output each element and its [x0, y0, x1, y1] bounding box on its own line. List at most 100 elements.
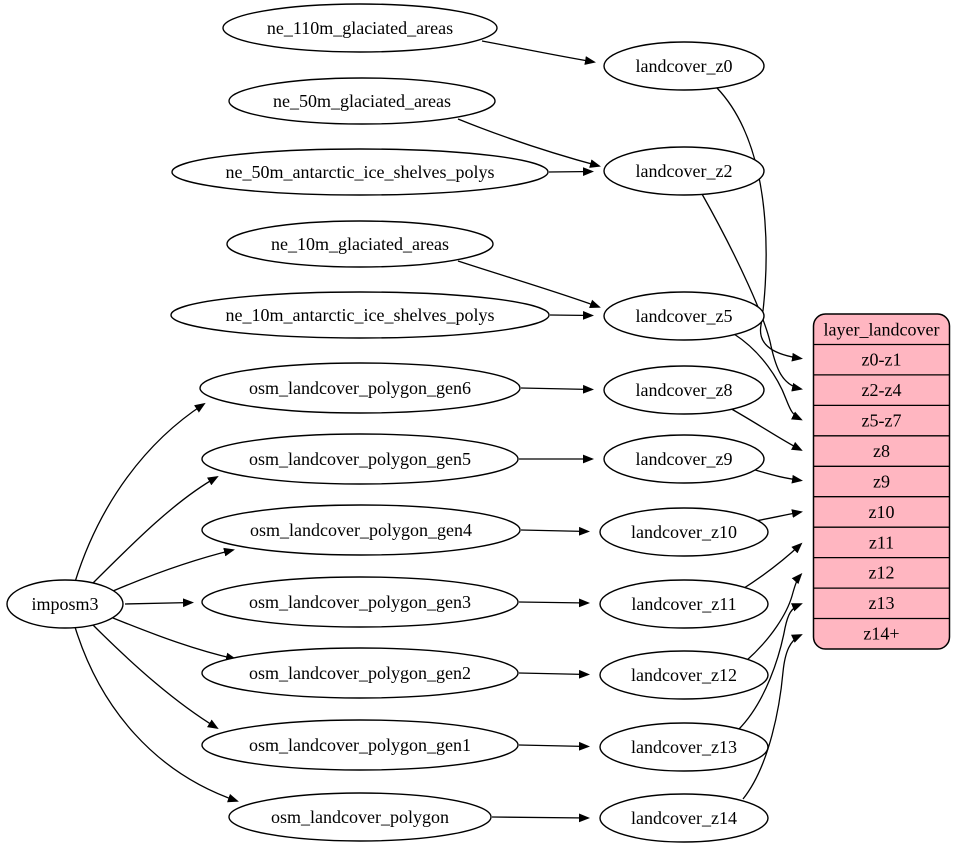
source-ellipse	[228, 792, 492, 842]
source-ellipse	[201, 647, 519, 699]
layer-row-z12: z12	[869, 563, 895, 583]
layer-row-z0-z1: z0-z1	[862, 350, 902, 370]
edge-imposm3-to-gen3	[124, 598, 194, 608]
edges-group	[74, 40, 803, 823]
node-osm-landcover-polygon-gen5: osm_landcover_polygon_gen5	[201, 433, 519, 485]
layer-row-z5-z7: z5-z7	[862, 411, 902, 431]
table-ellipse	[603, 434, 765, 484]
edge-gen3-to-landcover-z11	[518, 598, 590, 608]
table-ellipse	[603, 146, 765, 196]
edge-landcover-z5-to-row-z5-z7	[733, 333, 803, 421]
node-ne-50m-glaciated-areas: ne_50m_glaciated_areas	[228, 77, 496, 125]
layer-title: layer_landcover	[824, 320, 940, 340]
edge-landcover-z14-to-row-z14plus	[742, 634, 803, 800]
source-label: osm_landcover_polygon_gen6	[249, 378, 471, 398]
source-ellipse	[201, 576, 519, 628]
edge-imposm3-to-gen2	[112, 617, 237, 662]
table-label: landcover_z8	[636, 380, 733, 400]
layer-row-z2-z4: z2-z4	[862, 380, 902, 400]
edge-imposm3-to-gen6	[74, 402, 206, 583]
source-ellipse	[226, 220, 494, 268]
table-ellipse	[603, 291, 765, 341]
node-landcover-z13: landcover_z13	[599, 722, 769, 772]
source-ellipse	[201, 433, 519, 485]
node-ne-50m-antarctic-ice-shelves-polys: ne_50m_antarctic_ice_shelves_polys	[171, 148, 549, 196]
source-ellipse	[171, 148, 549, 196]
source-ellipse	[199, 362, 521, 414]
node-landcover-z9: landcover_z9	[603, 434, 765, 484]
edge-landcover-z11-to-row-z11	[740, 542, 803, 591]
layer-row-z14plus: z14+	[863, 624, 899, 644]
source-label: osm_landcover_polygon	[271, 807, 449, 827]
source-label: ne_10m_antarctic_ice_shelves_polys	[226, 305, 495, 325]
edge-ne10m-glaciated-to-landcover-z5	[457, 260, 601, 309]
layer-row-z11: z11	[869, 532, 894, 552]
node-ne-10m-antarctic-ice-shelves-polys: ne_10m_antarctic_ice_shelves_polys	[170, 291, 550, 339]
source-ellipse	[201, 719, 519, 771]
node-osm-landcover-polygon-gen1: osm_landcover_polygon_gen1	[201, 719, 519, 771]
node-landcover-z0: landcover_z0	[603, 41, 765, 91]
node-osm-landcover-polygon-gen2: osm_landcover_polygon_gen2	[201, 647, 519, 699]
edge-landcover-z2-to-row-z2-z4	[701, 193, 803, 392]
layer-row-z8: z8	[873, 441, 890, 461]
edge-ne50m-antarctic-to-landcover-z2	[548, 167, 594, 177]
node-landcover-z11: landcover_z11	[599, 579, 769, 629]
node-landcover-z10: landcover_z10	[599, 507, 769, 557]
source-ellipse	[228, 77, 496, 125]
imposm3-ellipse	[6, 579, 124, 629]
table-label: landcover_z13	[631, 737, 737, 757]
node-osm-landcover-polygon-gen4: osm_landcover_polygon_gen4	[201, 504, 521, 556]
layer-row-z13: z13	[869, 593, 895, 613]
table-label: landcover_z9	[636, 449, 733, 469]
node-ne-10m-glaciated-areas: ne_10m_glaciated_areas	[226, 220, 494, 268]
table-ellipse	[599, 722, 769, 772]
node-osm-landcover-polygon-gen6: osm_landcover_polygon_gen6	[199, 362, 521, 414]
edge-gen4-to-landcover-z10	[520, 526, 590, 536]
node-osm-landcover-polygon: osm_landcover_polygon	[228, 792, 492, 842]
source-ellipse	[201, 504, 521, 556]
node-osm-landcover-polygon-gen3: osm_landcover_polygon_gen3	[201, 576, 519, 628]
table-ellipse	[603, 41, 765, 91]
edge-gen2-to-landcover-z12	[518, 669, 590, 679]
source-ellipse	[222, 3, 498, 53]
edge-landcover-z12-to-row-z12	[745, 573, 803, 662]
edge-landcover-z13-to-row-z13	[737, 603, 803, 731]
source-label: ne_110m_glaciated_areas	[267, 18, 453, 38]
edge-ne50m-glaciated-to-landcover-z2	[457, 118, 601, 168]
table-label: landcover_z5	[636, 306, 733, 326]
edge-landcover-z0-to-row-z0-z1	[716, 87, 803, 362]
edge-ne10m-antarctic-to-landcover-z5	[549, 310, 594, 320]
source-label: osm_landcover_polygon_gen4	[250, 520, 472, 540]
node-imposm3: imposm3	[6, 579, 124, 629]
table-ellipse	[599, 793, 769, 843]
edge-ne110m-to-landcover-z0	[481, 40, 596, 65]
layer-record-box	[812, 313, 951, 650]
node-landcover-z2: landcover_z2	[603, 146, 765, 196]
source-label: osm_landcover_polygon_gen5	[249, 449, 471, 469]
source-label: osm_landcover_polygon_gen2	[249, 663, 471, 683]
source-ellipse	[170, 291, 550, 339]
source-label: ne_50m_glaciated_areas	[273, 91, 451, 111]
edge-imposm3-to-polygon	[74, 626, 239, 803]
node-landcover-z8: landcover_z8	[603, 365, 765, 415]
node-landcover-z5: landcover_z5	[603, 291, 765, 341]
source-label: ne_50m_antarctic_ice_shelves_polys	[226, 162, 495, 182]
edge-imposm3-to-gen1	[90, 622, 219, 730]
table-label: landcover_z2	[636, 161, 733, 181]
table-label: landcover_z0	[636, 56, 733, 76]
edge-landcover-z9-to-row-z9	[751, 468, 803, 484]
edge-polygon-to-landcover-z14	[491, 813, 590, 823]
table-ellipse	[599, 579, 769, 629]
layer-row-z9: z9	[873, 471, 890, 491]
table-ellipse	[603, 365, 765, 415]
node-ne-110m-glaciated-areas: ne_110m_glaciated_areas	[222, 3, 498, 53]
source-label: osm_landcover_polygon_gen3	[249, 592, 471, 612]
table-ellipse	[599, 507, 769, 557]
source-label: ne_10m_glaciated_areas	[271, 234, 449, 254]
node-landcover-z12: landcover_z12	[599, 650, 769, 700]
node-layer-landcover: layer_landcover z0-z1 z2-z4 z5-z7 z8 z9 …	[812, 313, 951, 650]
edge-landcover-z8-to-row-z8	[727, 406, 803, 451]
table-label: landcover_z12	[631, 665, 737, 685]
